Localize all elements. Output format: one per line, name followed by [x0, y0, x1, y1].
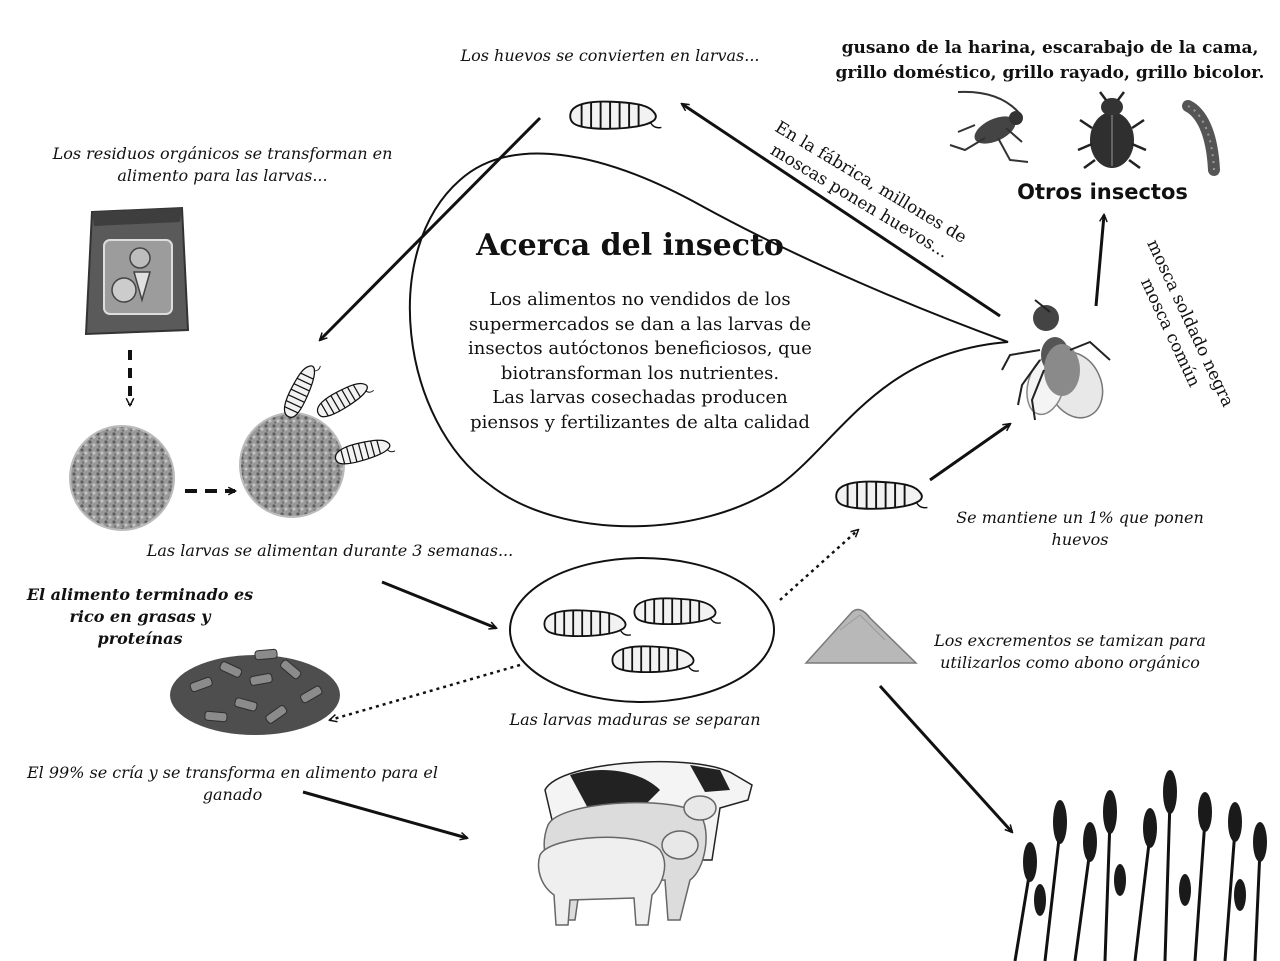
label-finished-food: El alimento terminado es rico en grasas … [20, 584, 260, 650]
larva-icon [569, 100, 663, 131]
arrow-compost-to-crops [878, 684, 1012, 832]
label-raised-99: El 99% se cría y se transforma en alimen… [20, 762, 445, 806]
label-kept-1pct: Se mantiene un 1% que ponen huevos [930, 507, 1230, 551]
label-line: rico en grasas y [69, 607, 211, 626]
label-excrement: Los excrementos se tamizan para utilizar… [920, 630, 1220, 674]
mature-larvae-icon [543, 597, 722, 674]
center-description-line: Las larvas cosechadas producen [492, 387, 788, 408]
feed-bag-icon [84, 206, 190, 336]
pellet-dish-icon [69, 425, 175, 531]
center-description: Los alimentos no vendidos de los superme… [440, 288, 840, 435]
arrow-separation-to-breeding [779, 530, 858, 601]
arrow-feeding-to-separation [381, 580, 496, 628]
livestock-icon [537, 760, 753, 926]
label-line: grillo doméstico, grillo rayado, grillo … [835, 63, 1265, 83]
feed-pellets-pile-icon [170, 648, 340, 735]
center-title: Acerca del insecto [476, 228, 784, 263]
label-line: El 99% se cría y se transforma en alimen… [26, 763, 439, 782]
label-insects-list: gusano de la harina, escarabajo de la ca… [830, 36, 1270, 86]
larvae-feeding-icon [239, 358, 397, 518]
center-teardrop [409, 152, 1009, 528]
arrow-breeding-to-fly [929, 424, 1010, 482]
label-mature-separated: Las larvas maduras se separan [509, 710, 761, 729]
label-line: Se mantiene un 1% que ponen [956, 508, 1204, 527]
arrow-feed-to-livestock [302, 790, 467, 838]
label-line: gusano de la harina, escarabajo de la ca… [841, 38, 1259, 58]
label-waste-to-food: Los residuos orgánicos se transforman en… [40, 143, 405, 187]
arrow-fly-to-eggs [682, 104, 1001, 318]
breeding-larva-icon [835, 480, 929, 511]
label-line: Los residuos orgánicos se transforman en [52, 144, 393, 163]
label-line: huevos [1051, 530, 1109, 549]
fly-icon [1001, 299, 1111, 421]
center-description-line: biotransforman los nutrientes. [500, 362, 780, 384]
beetle-icon [1077, 91, 1147, 170]
label-line: utilizarlos como abono orgánico [940, 653, 1200, 672]
separation-ellipse [509, 557, 775, 703]
mealworm-icon [1182, 100, 1220, 176]
label-line: El alimento terminado es [26, 585, 254, 604]
label-line: Los excrementos se tamizan para [934, 631, 1206, 650]
wheat-field-icon [1013, 770, 1267, 961]
arrow-separation-to-feed [330, 663, 521, 720]
label-other-insects: Otros insectos [1017, 180, 1188, 204]
arrow-fly-to-other-insects [1094, 215, 1104, 307]
compost-pile-icon [804, 608, 918, 664]
label-line: proteínas [97, 629, 183, 648]
center-description-line: Los alimentos no vendidos de los [489, 289, 791, 310]
label-larvae-feed: Las larvas se alimentan durante 3 semana… [146, 541, 514, 560]
label-eggs-to-larvae: Los huevos se convierten en larvas... [460, 46, 760, 65]
label-line: ganado [202, 785, 263, 804]
center-description-line: supermercados se dan a las larvas de [468, 313, 812, 335]
label-line: alimento para las larvas... [117, 166, 328, 185]
cricket-icon [949, 90, 1029, 163]
center-description-line: piensos y fertilizantes de alta calidad [470, 411, 810, 433]
arrow-eggs-to-larvae-feeding [320, 116, 542, 340]
center-description-line: insectos autóctonos beneficiosos, que [468, 338, 812, 359]
